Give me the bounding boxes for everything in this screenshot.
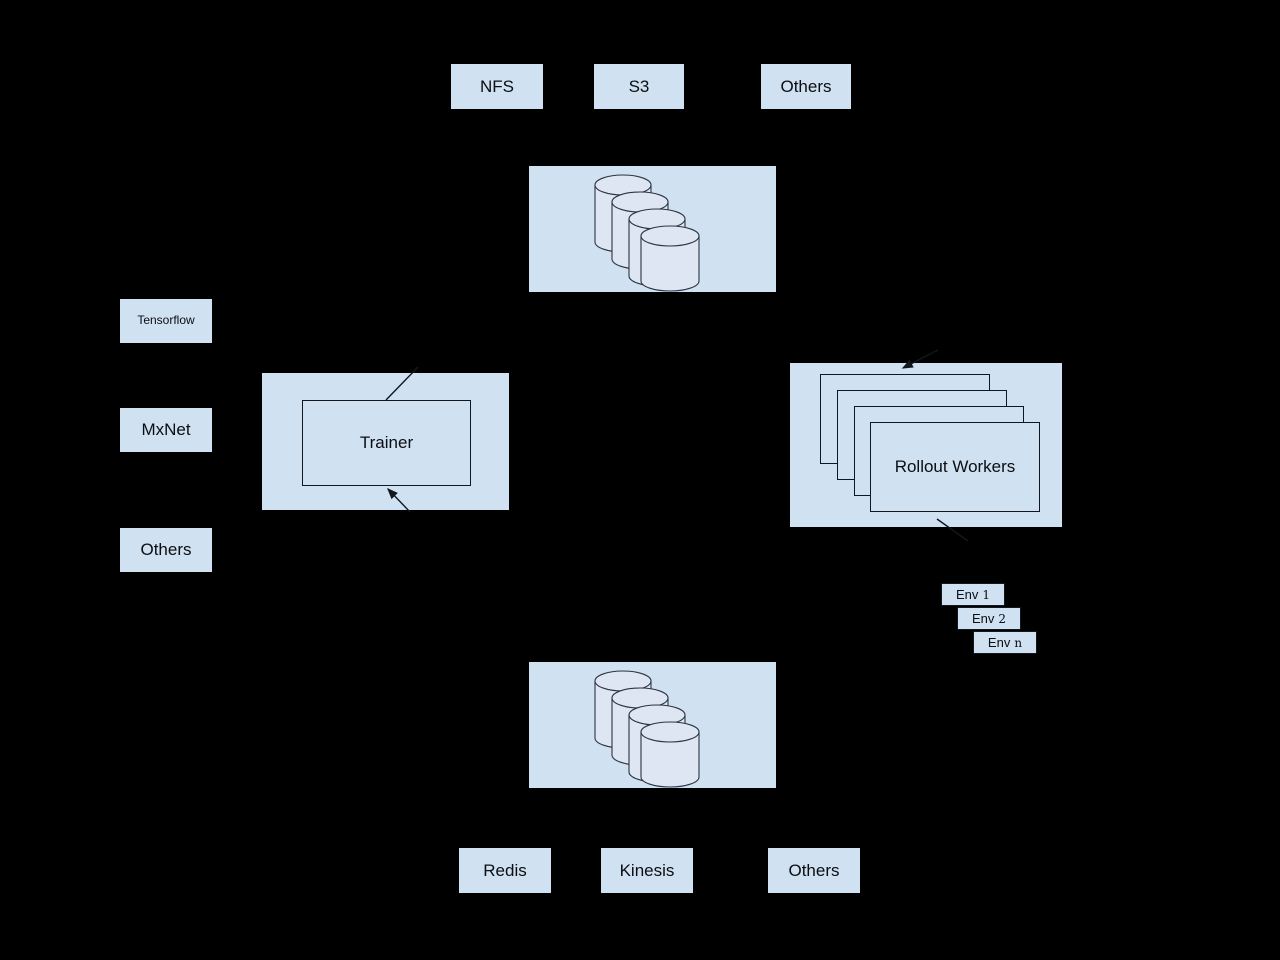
node-queue-others-label: Others [788,860,840,880]
replay-buffer-cylinders [594,670,700,788]
replay-buffer-panel [529,662,776,788]
node-s3[interactable]: S3 [594,64,684,109]
node-mxnet[interactable]: MxNet [120,408,212,452]
node-framework-others[interactable]: Others [120,528,212,572]
env-chip-2-index: 2 [998,611,1007,626]
env-chip-2-prefix: Env [971,611,995,626]
env-chip-n-index: n [1014,635,1023,650]
rollout-worker-card-front[interactable]: Rollout Workers [870,422,1040,512]
node-storage-others-label: Others [780,76,832,96]
env-chip-n[interactable]: Env n [973,631,1037,654]
env-chip-1-index: 1 [982,587,991,602]
node-redis-label: Redis [483,860,527,880]
env-chip-n-prefix: Env [987,635,1011,650]
node-storage-others[interactable]: Others [761,64,851,109]
node-tensorflow[interactable]: Tensorflow [120,299,212,343]
model-store-panel [529,166,776,292]
node-kinesis-label: Kinesis [619,860,675,880]
node-queue-others[interactable]: Others [768,848,860,893]
node-nfs[interactable]: NFS [451,64,543,109]
env-chip-1-prefix: Env [955,587,979,602]
node-mxnet-label: MxNet [141,420,191,440]
node-redis[interactable]: Redis [459,848,551,893]
env-chip-2[interactable]: Env 2 [957,607,1021,630]
trainer-label: Trainer [359,433,414,453]
rollout-workers-label: Rollout Workers [894,457,1016,476]
node-tensorflow-label: Tensorflow [137,313,195,328]
rollout-workers-panel: Rollout Workers [790,363,1062,527]
trainer-card[interactable]: Trainer [302,400,471,486]
model-store-cylinders [594,174,700,292]
env-chip-1[interactable]: Env 1 [941,583,1005,606]
node-s3-label: S3 [628,76,650,96]
node-kinesis[interactable]: Kinesis [601,848,693,893]
node-framework-others-label: Others [140,540,192,560]
node-nfs-label: NFS [480,76,514,96]
